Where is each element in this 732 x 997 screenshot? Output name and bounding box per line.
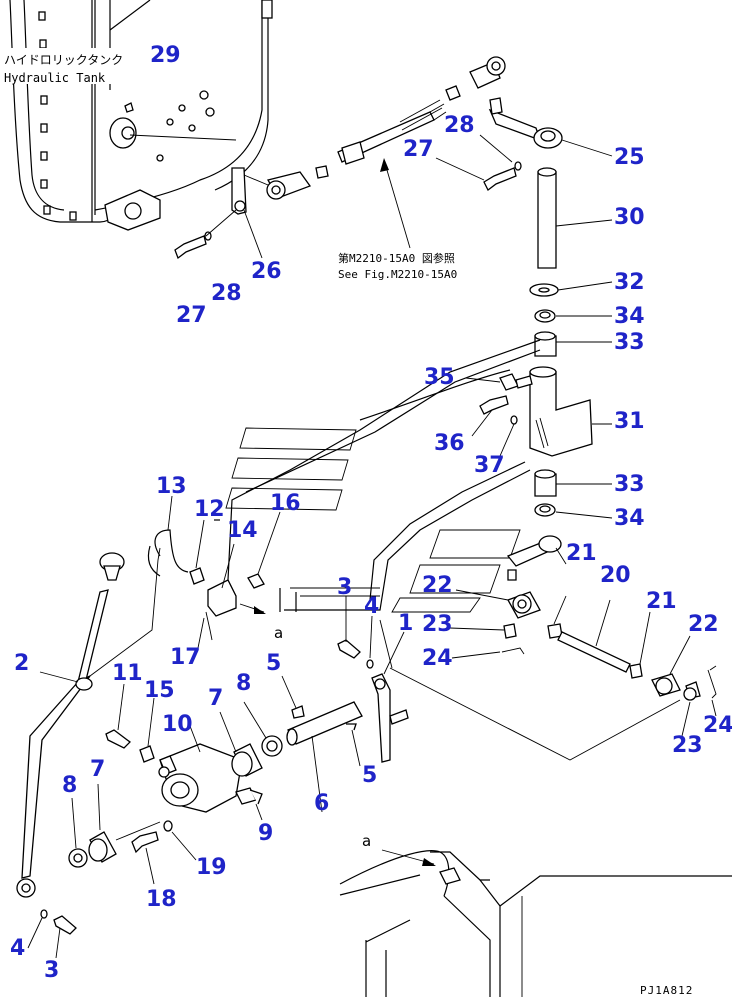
callout-34-top: 34	[614, 304, 645, 329]
tank-label-en: Hydraulic Tank	[4, 71, 106, 85]
callout-24-right: 24	[703, 713, 732, 738]
callout-21-right: 21	[646, 589, 677, 614]
hydraulic-tank: ハイドロリックタンク Hydraulic Tank	[0, 0, 273, 231]
bracket-31	[465, 366, 613, 519]
callout-14: 14	[227, 518, 258, 543]
view-marker-a-top: a	[274, 624, 283, 642]
callout-18: 18	[146, 887, 177, 912]
callout-28-left: 28	[211, 281, 242, 306]
callout-33-bottom: 33	[614, 472, 645, 497]
callout-27-top: 27	[403, 137, 434, 162]
callout-8-right: 8	[236, 671, 251, 696]
callout-7-left: 7	[90, 757, 105, 782]
callout-26: 26	[251, 259, 282, 284]
callout-36: 36	[434, 431, 465, 456]
callout-25: 25	[614, 145, 645, 170]
callout-19: 19	[196, 855, 227, 880]
callout-16: 16	[270, 491, 301, 516]
callout-37: 37	[474, 453, 505, 478]
callout-11: 11	[112, 661, 143, 686]
callout-27-left: 27	[176, 303, 207, 328]
housing-10	[105, 683, 263, 885]
bushings-and-shaft	[68, 675, 363, 868]
lower-linkage	[379, 535, 717, 761]
callout-35: 35	[424, 365, 455, 390]
callout-29: 29	[150, 43, 181, 68]
callout-numbers: 29 28 27 25 30 32 34 33 35 31 36 37 33 3…	[10, 43, 732, 983]
callout-2: 2	[14, 651, 29, 676]
callout-23-center: 23	[422, 612, 453, 637]
callout-5-bottom: 5	[362, 763, 377, 788]
upper-linkage	[129, 56, 613, 357]
mounting-frame	[214, 339, 546, 613]
tank-label-jp: ハイドロリックタンク	[4, 53, 123, 67]
callout-10: 10	[162, 712, 193, 737]
callout-31: 31	[614, 409, 645, 434]
callout-3-bottom: 3	[44, 958, 59, 983]
bolt-3-washer-4-center	[337, 596, 374, 669]
callout-34-bottom: 34	[614, 506, 645, 531]
callout-28-top: 28	[444, 113, 475, 138]
callout-22-right: 22	[688, 612, 719, 637]
view-a-detail	[339, 849, 732, 997]
tank-bolt-holes	[38, 11, 215, 221]
callout-5-top: 5	[266, 651, 281, 676]
callout-30: 30	[614, 205, 645, 230]
callout-8-left: 8	[62, 773, 77, 798]
lever-1	[371, 631, 409, 763]
view-marker-a-bottom: a	[362, 832, 371, 850]
lock-parts	[147, 495, 281, 649]
callout-33-top: 33	[614, 330, 645, 355]
callout-3-center: 3	[337, 575, 352, 600]
reference-arrow: 第M2210-15A0 図参照 See Fig.M2210-15A0	[338, 158, 457, 281]
callout-15: 15	[144, 678, 175, 703]
callout-23-right: 23	[672, 733, 703, 758]
callout-13: 13	[156, 474, 187, 499]
callout-22-center: 22	[422, 573, 453, 598]
callout-4-center: 4	[364, 594, 379, 619]
callout-17: 17	[170, 645, 201, 670]
reference-label-en: See Fig.M2210-15A0	[338, 268, 457, 281]
callout-1: 1	[398, 611, 413, 636]
callout-24-center: 24	[422, 646, 453, 671]
callout-4-bottom: 4	[10, 936, 25, 961]
callout-12: 12	[194, 497, 225, 522]
callout-20: 20	[600, 563, 631, 588]
callout-32: 32	[614, 270, 645, 295]
callout-6: 6	[314, 791, 329, 816]
drawing-code: PJ1A812	[640, 984, 693, 997]
reference-label-jp: 第M2210-15A0 図参照	[338, 251, 455, 265]
shift-lever-2	[16, 547, 161, 959]
callout-7-right: 7	[208, 686, 223, 711]
callout-21-left: 21	[566, 541, 597, 566]
callout-9: 9	[258, 821, 273, 846]
